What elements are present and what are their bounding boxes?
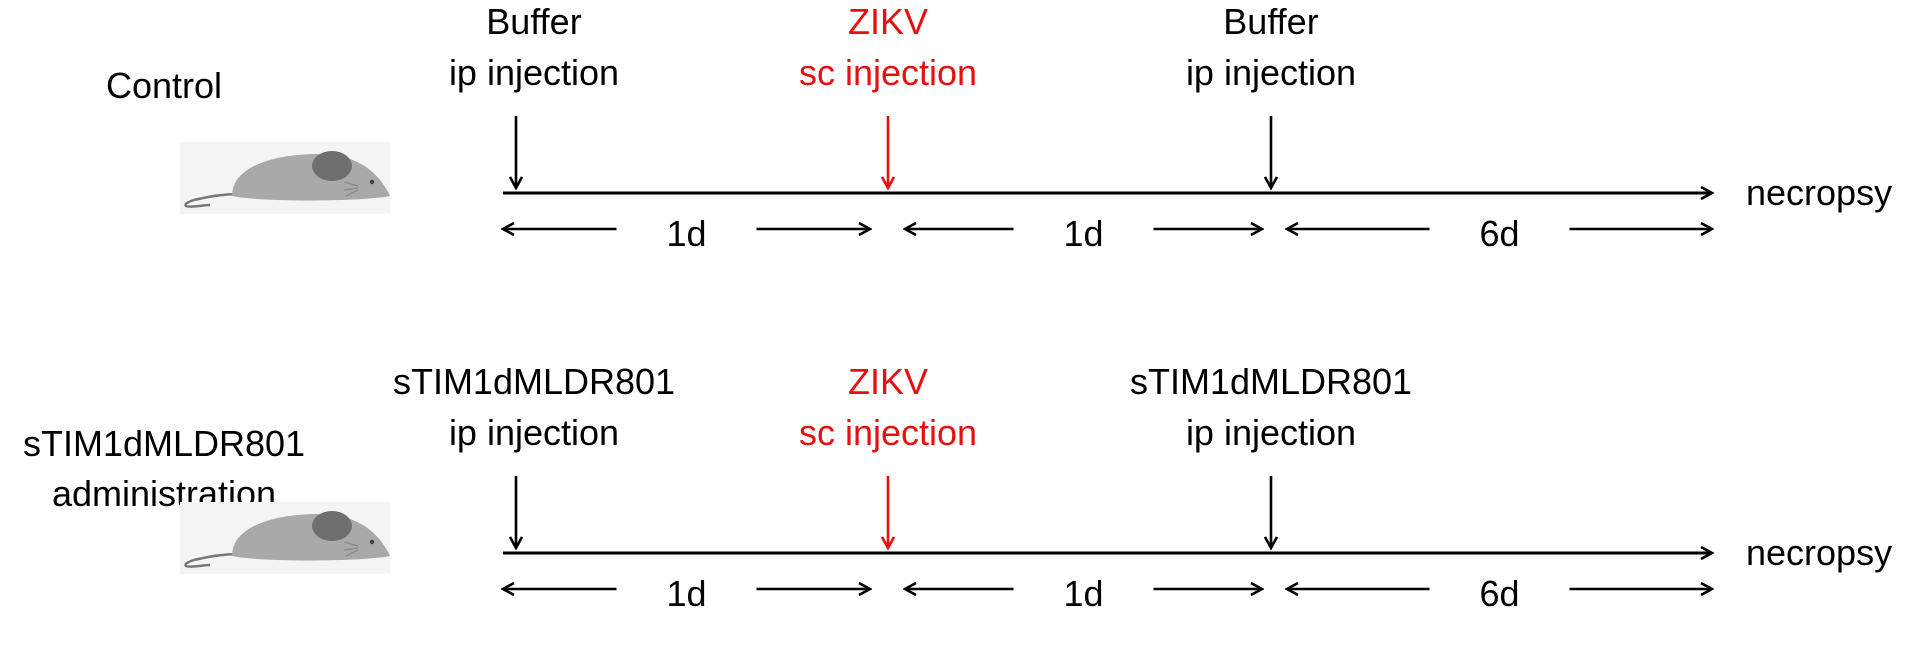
- injection-label: Buffer: [1223, 1, 1318, 42]
- endpoint-label: necropsy: [1746, 532, 1892, 573]
- injection-label: ip injection: [449, 52, 619, 93]
- panel-treatment: sTIM1dMLDR801administrationsTIM1dMLDR801…: [23, 361, 1892, 614]
- injection-label: sc injection: [799, 52, 977, 93]
- injection-label: sTIM1dMLDR801: [1130, 361, 1412, 402]
- group-label: sTIM1dMLDR801: [23, 423, 305, 464]
- panel-control: Control Buffer ip injection ZIKV sc injectio…: [106, 1, 1892, 254]
- endpoint-label: necropsy: [1746, 172, 1892, 213]
- injection-label: sc injection: [799, 412, 977, 453]
- interval-label: 6d: [1479, 573, 1519, 614]
- interval-label: 1d: [1063, 213, 1103, 254]
- group-label: Control: [106, 65, 222, 106]
- mouse-icon: [180, 142, 390, 214]
- injection-label: ip injection: [1186, 412, 1356, 453]
- mouse-icon: [180, 502, 390, 574]
- interval-label: 6d: [1479, 213, 1519, 254]
- injection-label: ip injection: [449, 412, 619, 453]
- interval-label: 1d: [1063, 573, 1103, 614]
- injection-label: sTIM1dMLDR801: [393, 361, 675, 402]
- interval-label: 1d: [666, 573, 706, 614]
- injection-label: Buffer: [486, 1, 581, 42]
- injection-label: ZIKV: [848, 1, 928, 42]
- injection-label: ZIKV: [848, 361, 928, 402]
- interval-label: 1d: [666, 213, 706, 254]
- injection-label: ip injection: [1186, 52, 1356, 93]
